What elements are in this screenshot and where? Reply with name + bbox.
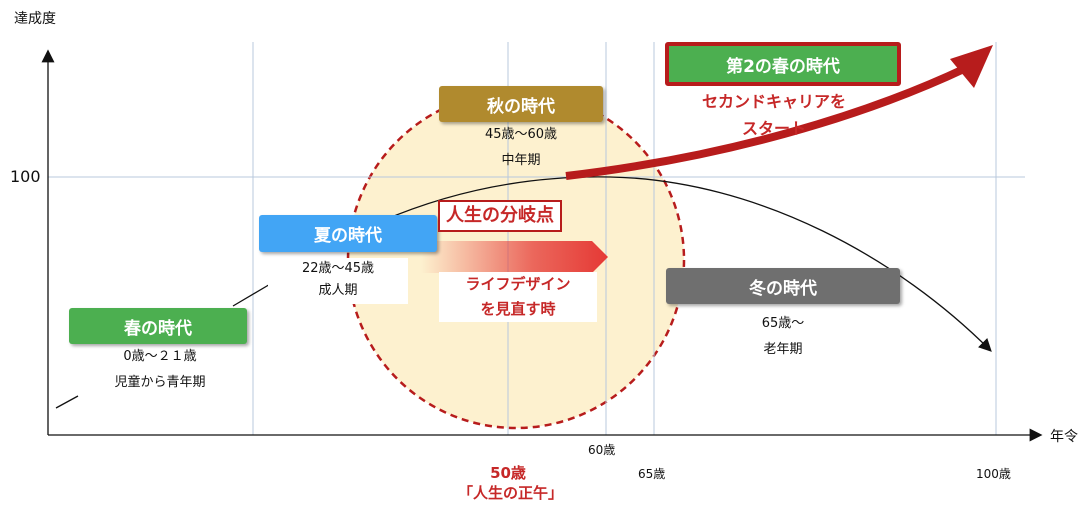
autumn-ages: 45歳～60歳 xyxy=(484,127,558,142)
second-career-line2: スタート xyxy=(741,119,806,138)
summer-ages: 22歳～45歳 xyxy=(301,261,375,276)
y-tick-100: 100 xyxy=(10,167,41,186)
autumn-phase-box: 秋の時代 xyxy=(439,86,603,122)
midday-of-life-label: 50歳 「人生の正午」 xyxy=(458,463,564,503)
spring-phase-detail: 0歳～２１歳 児童から青年期 xyxy=(80,344,240,396)
life-design-line2: を見直す時 xyxy=(480,300,556,318)
spring-ages: 0歳～２１歳 xyxy=(123,349,197,364)
summer-phase-title: 夏の時代 xyxy=(314,226,382,246)
second-career-line1: セカンドキャリアを xyxy=(701,92,846,111)
midday-caption: 「人生の正午」 xyxy=(458,484,564,502)
age-50-label: 50歳 xyxy=(490,464,526,482)
life-design-text: ライフデザイン を見直す時 xyxy=(439,272,597,322)
life-design-line1: ライフデザイン xyxy=(465,275,571,293)
y-axis-label: 達成度 xyxy=(14,11,56,27)
winter-ages: 65歳～ xyxy=(761,316,805,331)
autumn-stage: 中年期 xyxy=(501,153,541,168)
autumn-phase-detail: 45歳～60歳 中年期 xyxy=(449,122,593,174)
x-tick-65: 65歳 xyxy=(638,467,666,481)
summer-stage: 成人期 xyxy=(318,283,358,298)
spring-phase-box: 春の時代 xyxy=(69,308,247,344)
winter-phase-title: 冬の時代 xyxy=(749,278,817,299)
spring-stage: 児童から青年期 xyxy=(114,375,206,390)
x-tick-100: 100歳 xyxy=(976,467,1011,481)
autumn-phase-title: 秋の時代 xyxy=(487,96,555,117)
life-design-arrow xyxy=(421,241,608,273)
winter-phase-detail: 65歳～ 老年期 xyxy=(710,311,856,363)
spring-phase-title: 春の時代 xyxy=(124,318,192,339)
second-career-text: セカンドキャリアを スタート xyxy=(684,88,864,142)
summer-phase-box: 夏の時代 xyxy=(259,215,437,252)
winter-stage: 老年期 xyxy=(763,342,803,357)
second-spring-phase-box: 第2の春の時代 xyxy=(665,42,901,86)
x-tick-60: 60歳 xyxy=(588,443,616,457)
winter-phase-box: 冬の時代 xyxy=(666,268,900,304)
turning-point-title: 人生の分岐点 xyxy=(438,200,562,232)
x-axis-label: 年令 xyxy=(1050,429,1078,445)
second-career-arrow-head xyxy=(950,45,993,88)
second-spring-title: 第2の春の時代 xyxy=(726,56,840,77)
summer-phase-detail: 22歳～45歳 成人期 xyxy=(268,258,408,304)
second-career-arrow-shaft xyxy=(565,64,968,180)
achievement-curve xyxy=(55,176,990,409)
